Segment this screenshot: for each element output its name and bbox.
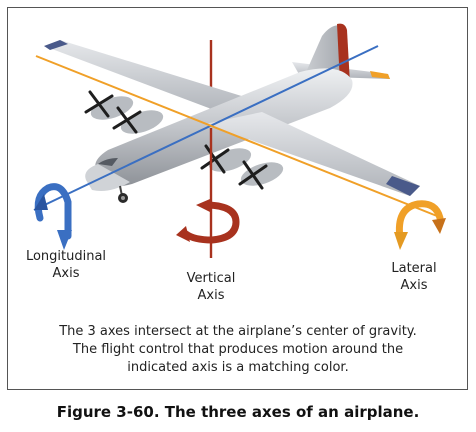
propeller-4: [238, 160, 268, 190]
vertical-axis-label: Vertical Axis: [186, 271, 236, 303]
landing-gear: [118, 185, 128, 203]
propeller-2: [112, 106, 142, 134]
caption-line-2: The flight control that produces motion …: [72, 342, 404, 357]
propeller-1: [84, 90, 114, 118]
propellers: [84, 90, 268, 190]
caption-line-3: indicated axis is a matching color.: [127, 360, 349, 375]
longitudinal-axis-label: Longitudinal Axis: [25, 249, 107, 281]
left-wing: [44, 40, 248, 116]
propeller-3: [200, 144, 230, 174]
lateral-axis-line: [35, 55, 443, 219]
pitch-arrow-icon: [394, 200, 446, 250]
roll-arrow-icon: [34, 183, 72, 250]
figure-caption: The 3 axes intersect at the airplane’s c…: [20, 323, 456, 377]
yaw-arrow-icon: [176, 199, 240, 244]
lateral-axis-label: Lateral Axis: [391, 261, 437, 293]
right-wing: [205, 112, 420, 196]
caption-line-1: The 3 axes intersect at the airplane’s c…: [59, 324, 417, 339]
longitudinal-axis-line: [33, 45, 379, 211]
figure-title: Figure 3-60. The three axes of an airpla…: [56, 403, 420, 421]
